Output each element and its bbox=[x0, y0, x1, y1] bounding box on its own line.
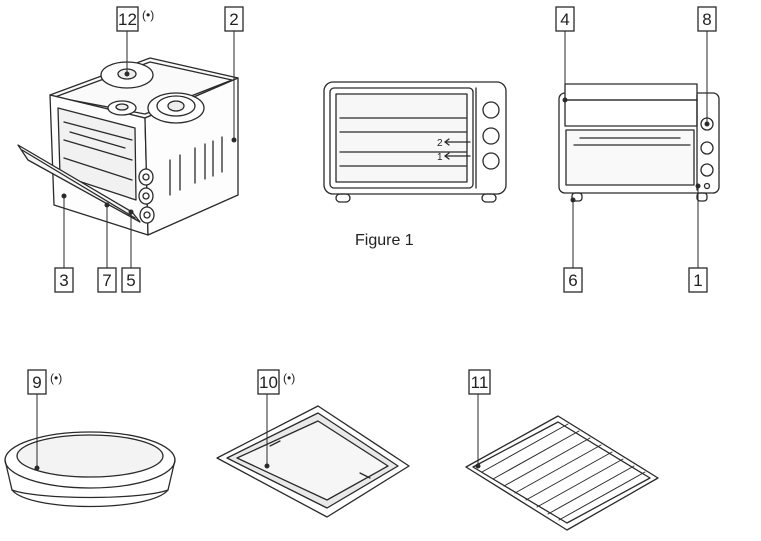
callout-number: 2 bbox=[229, 10, 238, 29]
callout-number: 3 bbox=[59, 271, 68, 290]
oven-open-door-view bbox=[558, 83, 720, 202]
callout-box bbox=[121, 267, 141, 293]
callout-12: 12 (•) bbox=[116, 6, 154, 32]
rail-marker-1: 1 bbox=[437, 152, 443, 163]
oven-hotplate-perspective bbox=[17, 57, 239, 236]
wire-rack bbox=[465, 415, 659, 531]
callout-2: 2 bbox=[224, 6, 244, 32]
callout-8: 8 bbox=[697, 6, 717, 32]
callout-10: 10 (•) bbox=[257, 369, 295, 395]
callout-box bbox=[563, 267, 583, 293]
callout-box bbox=[688, 267, 708, 293]
callout-number: 10 bbox=[259, 373, 278, 392]
callout-box bbox=[224, 6, 244, 32]
callout-number: 8 bbox=[702, 10, 711, 29]
callout-9: 9 (•) bbox=[27, 369, 62, 395]
rail-marker-2: 2 bbox=[437, 138, 443, 149]
callout-number: 11 bbox=[471, 373, 489, 392]
callout-box bbox=[555, 6, 575, 32]
callout-leaders bbox=[36, 30, 708, 469]
callout-number: 6 bbox=[568, 271, 577, 290]
figure-caption: Figure 1 bbox=[355, 232, 414, 249]
callout-number: 7 bbox=[102, 271, 111, 290]
callout-number: 4 bbox=[560, 10, 569, 29]
callout-3: 3 bbox=[54, 267, 74, 293]
baking-tray bbox=[216, 405, 410, 518]
oven-front-view bbox=[323, 81, 507, 203]
callout-6: 6 bbox=[563, 267, 583, 293]
callout-box bbox=[116, 6, 139, 32]
callout-4: 4 bbox=[555, 6, 575, 32]
callout-5: 5 bbox=[121, 267, 141, 293]
callout-7: 7 bbox=[97, 267, 117, 293]
callout-11: 11 bbox=[468, 369, 491, 395]
callout-box bbox=[97, 267, 117, 293]
round-baking-pan bbox=[4, 431, 176, 508]
optional-marker: (•) bbox=[283, 371, 295, 385]
callout-number: 12 bbox=[118, 10, 137, 29]
optional-marker: (•) bbox=[50, 371, 62, 385]
callout-box bbox=[468, 369, 491, 395]
callout-1: 1 bbox=[688, 267, 708, 293]
callout-number: 1 bbox=[693, 271, 702, 290]
callout-box bbox=[27, 369, 47, 395]
optional-marker: (•) bbox=[142, 8, 154, 22]
callout-box bbox=[54, 267, 74, 293]
callout-box bbox=[257, 369, 280, 395]
callout-number: 5 bbox=[126, 271, 135, 290]
callout-number: 9 bbox=[32, 373, 41, 392]
callout-box bbox=[697, 6, 717, 32]
